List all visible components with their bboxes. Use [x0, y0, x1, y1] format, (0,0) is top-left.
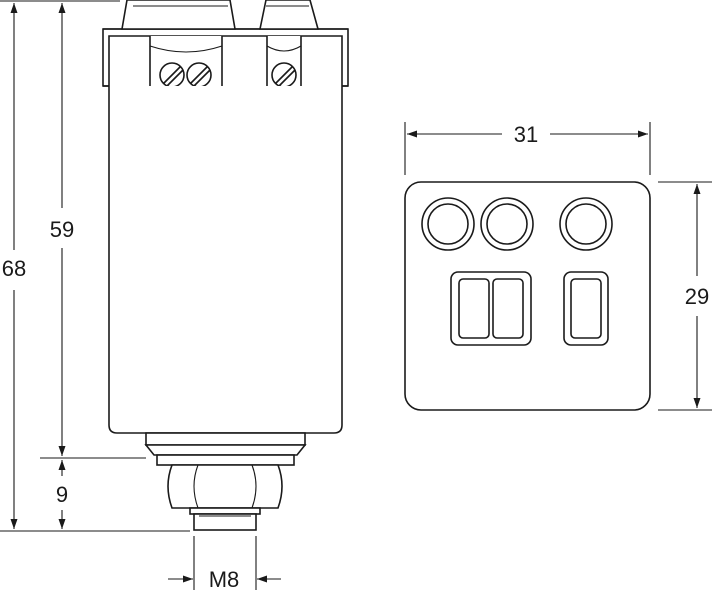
base-stem [156, 454, 295, 466]
dimension-face-width [404, 122, 651, 175]
screw-icon [186, 62, 212, 88]
switch-body [108, 86, 343, 434]
dimension-body-height [40, 3, 146, 459]
base-ring [144, 444, 307, 456]
face-plate [404, 181, 651, 411]
face-width-label: 31 [514, 122, 538, 147]
lid-flange [102, 28, 349, 87]
terminal-hole [480, 197, 534, 251]
hex-nut [167, 464, 283, 509]
screw-well-single [266, 36, 302, 93]
dimension-thread-size [168, 536, 281, 590]
thread-size-label: M8 [209, 567, 240, 592]
face-height-label: 29 [685, 284, 709, 309]
thread-length-label: 9 [56, 482, 68, 507]
contact-slot-single [563, 271, 609, 346]
screw-well-double [149, 36, 223, 93]
dimension-total-height [0, 0, 190, 532]
total-height-label: 68 [2, 256, 26, 281]
face-view [404, 181, 651, 411]
dimension-face-height [658, 181, 712, 411]
terminal-hole [421, 197, 475, 251]
side-view [102, 0, 349, 531]
body-height-label: 59 [50, 217, 74, 242]
terminal-block-right [259, 0, 320, 30]
base-collar [145, 432, 306, 446]
terminal-block-left [121, 0, 236, 30]
thread-stub [189, 507, 261, 531]
terminal-hole [559, 197, 613, 251]
contact-slot-double [450, 271, 532, 346]
